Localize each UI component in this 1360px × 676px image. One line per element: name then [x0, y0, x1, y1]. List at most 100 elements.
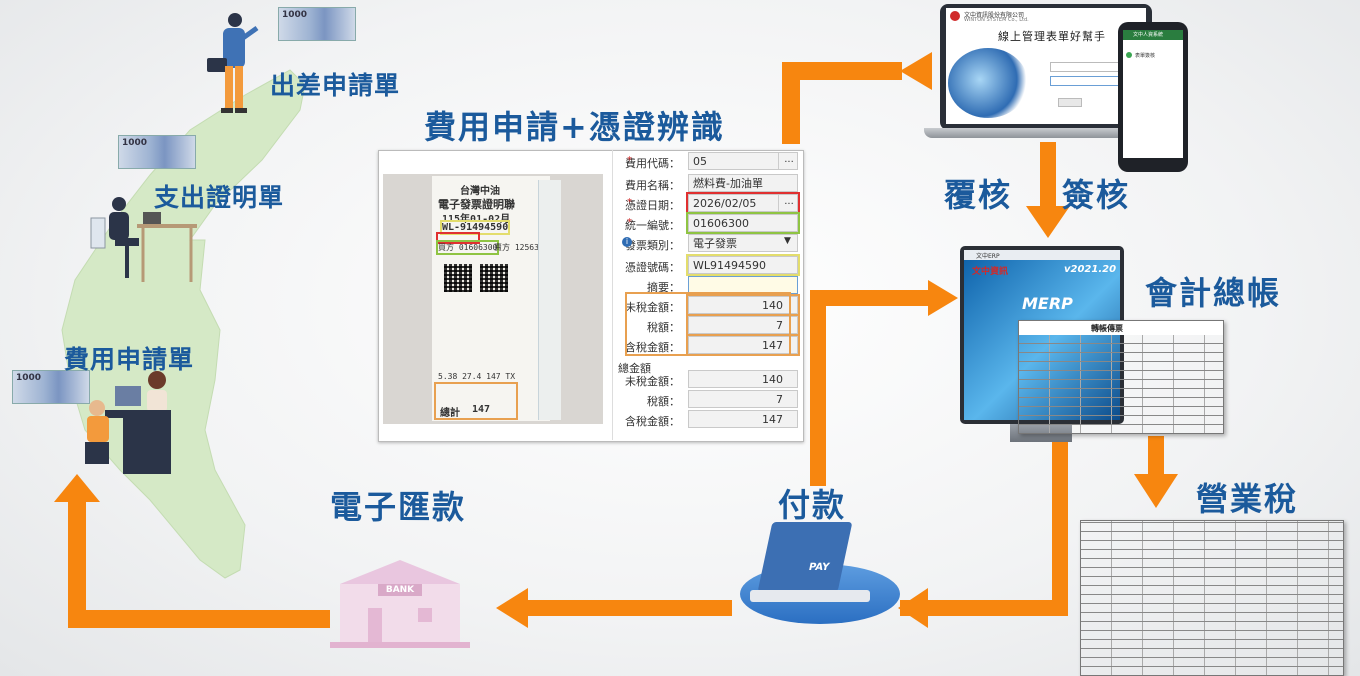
total-value: 140: [688, 370, 798, 388]
receipt-backside: [538, 180, 561, 420]
form-field-label: 統一編號：: [625, 219, 680, 232]
info-icon: i: [622, 237, 632, 247]
form-field-label: 憑證號碼：: [625, 261, 680, 274]
arrow-segment: [810, 290, 930, 306]
required-marker: *: [627, 197, 632, 208]
banknote-icon: 1000: [12, 370, 90, 404]
amount-group-highlight: [625, 292, 791, 356]
phone-screen: 文中人資系統 表單簽核: [1123, 30, 1183, 158]
form-field-input[interactable]: 2026/02/05: [686, 192, 800, 214]
form-row: 統一編號： 01606300 *: [612, 212, 800, 234]
login-button: [1058, 98, 1082, 107]
globe-icon: [948, 48, 1028, 118]
arrow-segment: [68, 610, 330, 628]
expense-ocr-heading: 費用申請+憑證辨識: [424, 108, 725, 146]
total-label: 稅額：: [647, 395, 680, 408]
form-field-input[interactable]: 01606300: [686, 212, 800, 234]
receipt-date-highlight: [436, 232, 480, 244]
journal-voucher-doc: 轉帳傳票: [1018, 320, 1224, 434]
total-value: 7: [688, 390, 798, 408]
laptop-screen: 文中資訊股份有限公司 WINTON SYSTEM Co., Ltd. 線上管理表…: [946, 8, 1146, 124]
qr-code-icon: [444, 264, 472, 292]
arrow-segment: [900, 600, 1068, 616]
form-field-label: 憑證日期：: [625, 199, 680, 212]
form-row: 憑證日期： 2026/02/05... *: [612, 192, 800, 214]
arrow-segment: [510, 600, 732, 616]
vat-label: 營業稅: [1196, 480, 1299, 518]
receipt-paper: 台灣中油 電子發票證明聯 115年01-02月 WL-91494590 買方 0…: [432, 176, 553, 421]
form-field-label: 未稅金額：: [625, 301, 680, 314]
form-field-input[interactable]: 7: [686, 314, 800, 336]
form-row: 摘要：: [612, 276, 798, 296]
form-row: 費用名稱： 燃料費-加油單: [612, 174, 798, 194]
ledger-label: 會計總帳: [1145, 274, 1282, 312]
form-approval-icon: [1126, 52, 1132, 58]
total-value: 147: [688, 410, 798, 428]
arrow-segment: [810, 290, 826, 486]
total-label: 含稅金額：: [625, 415, 680, 428]
banknote-icon: 1000: [278, 7, 356, 41]
panel-divider: [612, 150, 613, 440]
payment-label: 付款: [778, 486, 847, 524]
travel-form-label: 出差申請單: [270, 71, 401, 100]
form-field-label: 稅額：: [647, 321, 680, 334]
arrow-segment: [782, 62, 800, 144]
arrow-segment: [1040, 142, 1056, 206]
form-field-label: 摘要：: [647, 281, 680, 294]
taiwan-map: [61, 69, 306, 579]
arrow-head: [1026, 206, 1070, 238]
e-remit-label: 電子匯款: [330, 488, 467, 526]
total-row: 未稅金額： 140: [612, 370, 798, 390]
form-field-input[interactable]: 燃料費-加油單: [688, 174, 798, 192]
lookup-button[interactable]: ...: [778, 153, 799, 169]
form-row: 含稅金額： 147: [612, 334, 800, 356]
vat-tax-form: [1080, 520, 1344, 676]
review-label: 覆核: [944, 176, 1013, 214]
form-field-label: 發票類別：: [625, 239, 680, 252]
erp-titlebar: 文中ERP: [964, 250, 1120, 260]
form-row: 稅額： 7: [612, 314, 800, 336]
required-marker: *: [627, 217, 632, 228]
form-field-input[interactable]: 電子發票: [688, 234, 798, 252]
form-field-label: 含稅金額：: [625, 341, 680, 354]
phone-header-bar: 文中人資系統: [1123, 30, 1183, 40]
arrow-head: [900, 52, 932, 90]
form-field-label: 費用名稱：: [625, 179, 680, 192]
form-field-label: 費用代碼：: [625, 157, 680, 170]
form-field-input[interactable]: 140: [686, 294, 800, 316]
laptop-base: [924, 128, 1168, 138]
office-worker-icon: [90, 197, 197, 282]
form-field-input[interactable]: 147: [686, 334, 800, 356]
arrow-head: [496, 588, 528, 628]
arrow-head: [1134, 474, 1178, 508]
expense-proof-label: 支出證明單: [154, 183, 285, 212]
payment-laptop-keyboard: [750, 590, 870, 602]
arrow-segment: [782, 62, 902, 80]
form-field-input[interactable]: [688, 276, 798, 294]
arrow-head: [898, 588, 928, 628]
arrow-head: [928, 280, 958, 316]
lookup-button[interactable]: ...: [778, 195, 799, 211]
expense-form-label: 費用申請單: [64, 345, 195, 374]
business-traveler-icon: [207, 13, 259, 113]
company-logo-icon: [950, 11, 960, 21]
accountant-desk-icon: [85, 371, 171, 474]
arrow-segment: [1148, 436, 1164, 476]
sign-label: 簽核: [1062, 176, 1131, 214]
chevron-down-icon[interactable]: ▼: [784, 236, 791, 246]
qr-code-icon: [480, 264, 508, 292]
total-section-title: 總金額: [618, 362, 651, 375]
receipt-total-highlight: 總計 147: [434, 382, 518, 420]
total-label: 未稅金額：: [625, 375, 680, 388]
form-row: 未稅金額： 140: [612, 294, 800, 316]
arrow-head: [54, 474, 100, 502]
arrow-segment: [68, 500, 86, 628]
form-row: 費用代碼： 05... *: [612, 152, 799, 172]
form-field-input[interactable]: 05: [688, 152, 798, 170]
form-row: 發票類別： 電子發票▼ i: [612, 234, 798, 254]
form-field-input[interactable]: WL91494590: [686, 254, 800, 276]
required-marker: *: [627, 155, 632, 166]
form-row: 憑證號碼： WL91494590: [612, 254, 800, 276]
total-row: 含稅金額： 147: [612, 410, 798, 430]
